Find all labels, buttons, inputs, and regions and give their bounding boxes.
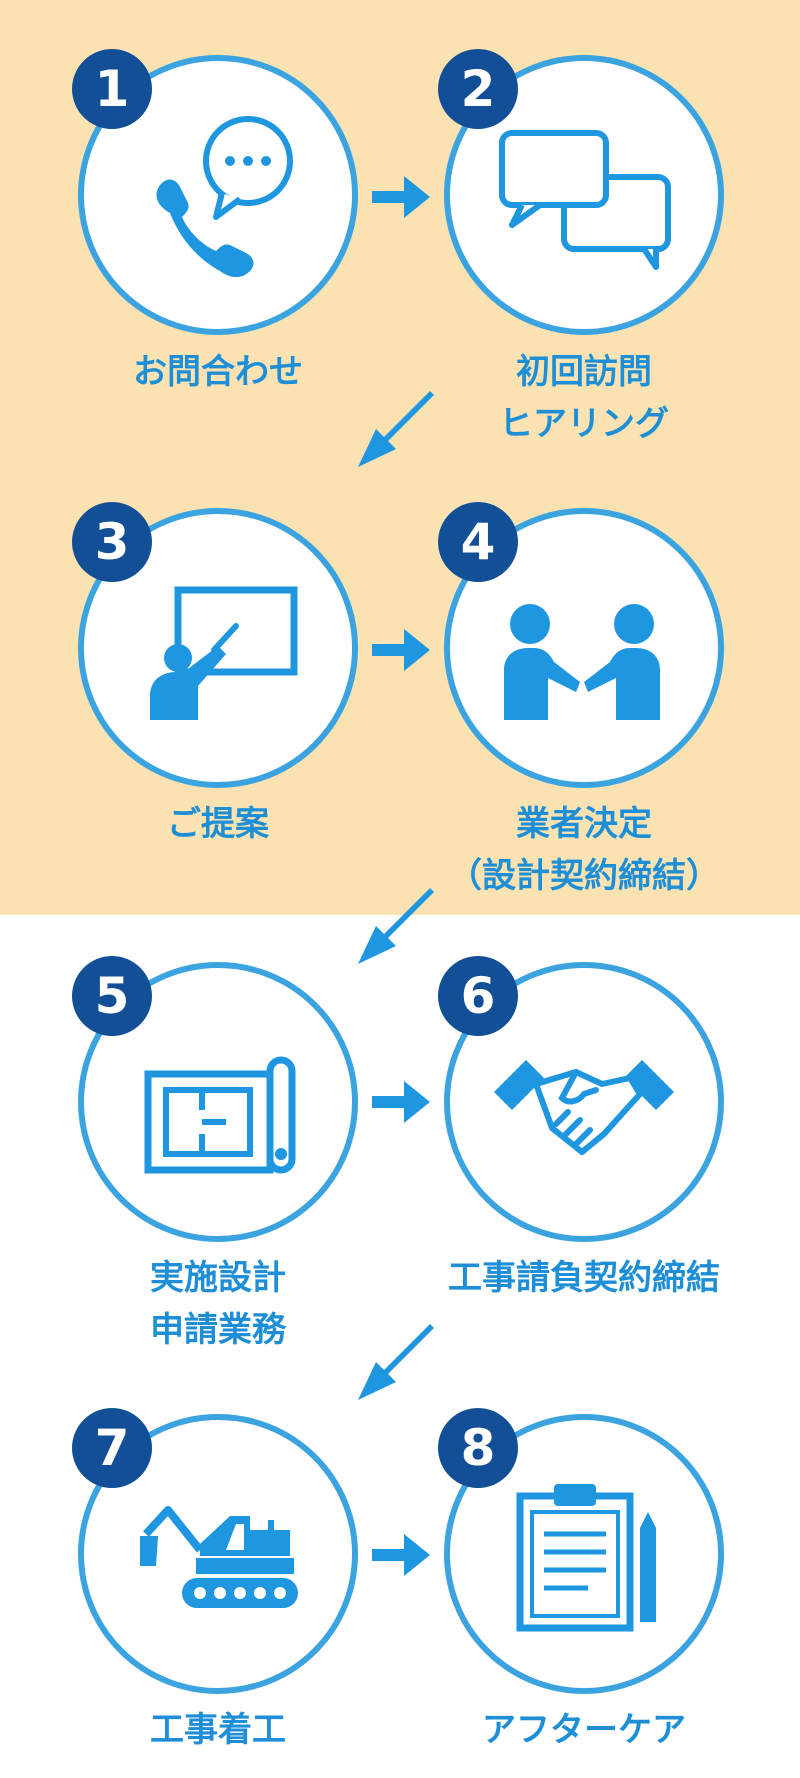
speech-bubbles-icon xyxy=(499,130,671,270)
step-label: 実施設計 申請業務 xyxy=(150,1258,286,1350)
handshake-icon xyxy=(494,1060,674,1155)
step-7: 7 xyxy=(72,1408,358,1694)
step-number-badge: 6 xyxy=(438,956,518,1036)
clipboard-icon xyxy=(516,1484,656,1632)
step-number-badge: 5 xyxy=(72,956,152,1036)
arrow-right-icon xyxy=(372,1081,430,1123)
step-label: お問合わせ xyxy=(133,352,303,392)
meeting-people-icon xyxy=(504,604,660,720)
step-3: 3 xyxy=(72,502,358,788)
step-number-badge: 8 xyxy=(438,1408,518,1488)
arrow-down-left-icon xyxy=(358,1324,434,1400)
step-number-badge: 7 xyxy=(72,1408,152,1488)
step-8: 8 xyxy=(438,1408,724,1694)
step-6: 6 xyxy=(438,956,724,1242)
step-label: 業者決定 （設計契約締結） xyxy=(448,804,720,896)
excavator-icon xyxy=(140,1506,298,1608)
step-number-badge: 4 xyxy=(438,502,518,582)
step-label: ご提案 xyxy=(167,804,269,844)
step-label: 工事着工 xyxy=(150,1710,286,1750)
step-4: 4 xyxy=(438,502,724,788)
step-label: 工事請負契約締結 xyxy=(448,1258,720,1298)
presentation-icon xyxy=(150,586,298,720)
arrow-right-icon xyxy=(372,629,430,671)
arrow-right-icon xyxy=(372,176,430,218)
step-number-badge: 1 xyxy=(72,49,152,129)
arrow-down-left-icon xyxy=(358,888,434,964)
step-label: 初回訪問 ヒアリング xyxy=(499,352,669,444)
step-5: 5 xyxy=(72,956,358,1242)
arrow-down-left-icon xyxy=(358,391,434,467)
step-1: 1 xyxy=(72,49,358,335)
arrow-right-icon xyxy=(372,1534,430,1576)
step-label: アフターケア xyxy=(482,1710,686,1750)
phone-chat-icon xyxy=(156,116,293,278)
step-number-badge: 3 xyxy=(72,502,152,582)
step-number-badge: 2 xyxy=(438,49,518,129)
step-2: 2 xyxy=(438,49,724,335)
blueprint-icon xyxy=(144,1056,296,1174)
